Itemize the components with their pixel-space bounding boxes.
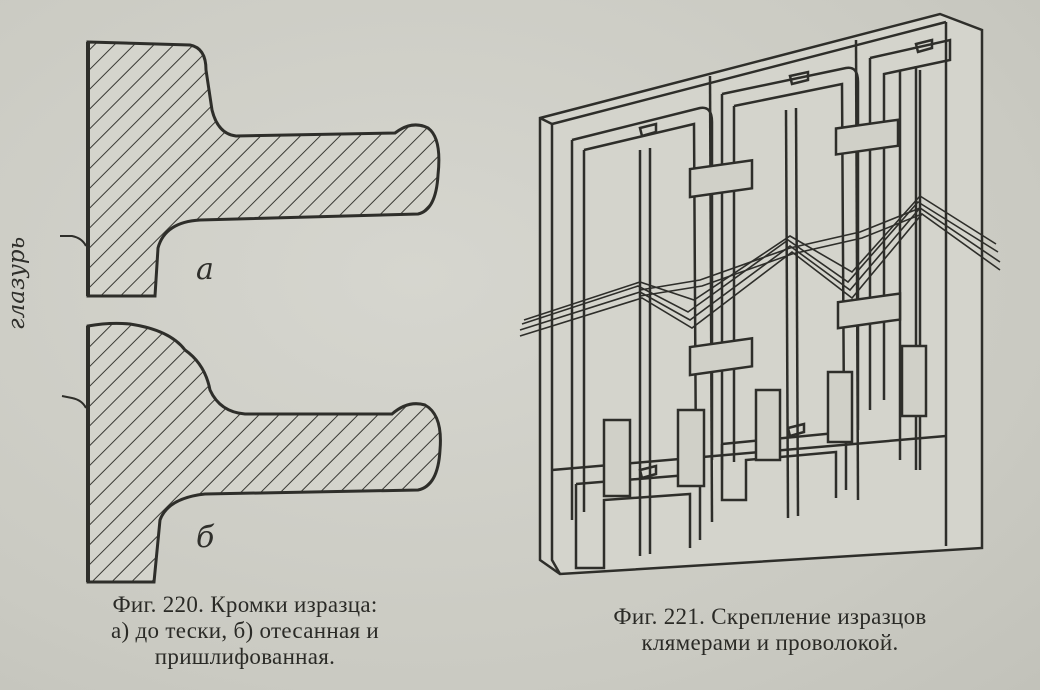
tile-edge-b: [61, 321, 442, 584]
caption-221-line: клямерами и проволокой.: [641, 630, 899, 655]
label-b: б: [196, 520, 215, 555]
tile-assembly: [519, 12, 1001, 576]
caption-figure-220: Фиг. 220. Кромки изразца: а) до тески, б…: [30, 592, 460, 670]
label-a: а: [196, 252, 214, 287]
caption-220-line: пришлифованная.: [154, 644, 336, 669]
tile-edge-a: [60, 40, 441, 298]
glaze-label: глазурь: [4, 236, 30, 330]
caption-221-line: Фиг. 221. Скрепление изразцов: [613, 604, 927, 629]
caption-220-line: а) до тески, б) отесанная и: [111, 618, 379, 643]
caption-220-line: Фиг. 220. Кромки изразца:: [112, 592, 378, 617]
caption-figure-221: Фиг. 221. Скрепление изразцов клямерами …: [530, 604, 1010, 656]
